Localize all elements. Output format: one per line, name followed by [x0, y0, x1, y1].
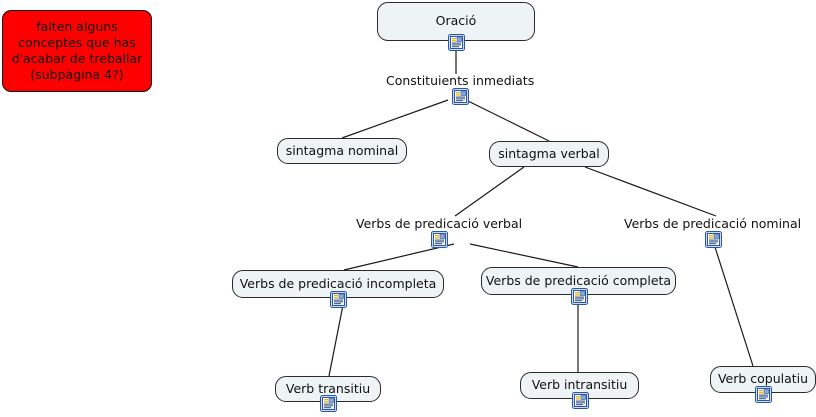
document-note-icon[interactable]	[330, 291, 347, 308]
document-note-icon[interactable]	[448, 34, 465, 51]
document-note-icon[interactable]	[570, 288, 588, 305]
concept-node-label: Oració	[435, 13, 477, 29]
edge-sv-to-predicacio-nominal	[584, 166, 717, 217]
document-note-icon[interactable]	[431, 230, 449, 248]
edge-constituients-to-sn	[341, 99, 449, 139]
link-phrase-label: Verbs de predicació nominal	[624, 216, 802, 231]
annotation-note-line: falten alguns	[36, 19, 118, 34]
link-phrase-constituients-inmediats[interactable]: Constituients inmediats	[386, 73, 535, 88]
document-note-icon[interactable]	[704, 230, 722, 248]
document-note-icon[interactable]	[452, 87, 470, 105]
concept-node-sintagma-nominal[interactable]: sintagma nominal	[277, 138, 407, 164]
document-note-icon[interactable]	[755, 386, 772, 403]
concept-node-label: sintagma verbal	[498, 145, 600, 161]
annotation-note-line: (subpàgina 4?)	[30, 67, 124, 82]
concept-node-label: Verb transitiu	[285, 380, 371, 396]
concept-node-label: sintagma nominal	[285, 142, 399, 158]
concept-node-pred-incompleta[interactable]: Verbs de predicació incompleta	[232, 270, 444, 298]
edge-prednominal-to-copulatiu	[713, 243, 754, 367]
document-note-icon[interactable]	[571, 392, 589, 409]
edge-predverbal-to-completa	[469, 243, 579, 268]
concept-node-label: Verb copulatiu	[717, 371, 809, 387]
link-phrase-predicacio-verbal[interactable]: Verbs de predicació verbal	[356, 216, 523, 231]
concept-node-label: Verb intransitiu	[531, 377, 628, 393]
link-phrase-predicacio-nominal[interactable]: Verbs de predicació nominal	[624, 216, 802, 231]
annotation-note-line: conceptes que has	[18, 35, 136, 50]
concept-node-label: Verbs de predicació completa	[485, 272, 672, 288]
edge-sv-to-predicacio-verbal	[454, 166, 525, 217]
edge-predverbal-to-incompleta	[343, 243, 455, 271]
document-note-icon[interactable]	[320, 395, 337, 412]
annotation-note-line: d'acabar de treballar	[11, 51, 143, 66]
edge-constituients-to-sv	[465, 99, 550, 142]
link-phrase-label: Constituients inmediats	[386, 73, 535, 88]
concept-node-label: Verbs de predicació incompleta	[239, 275, 437, 291]
edge-incompleta-to-transitiu	[328, 304, 344, 377]
concept-node-sintagma-verbal[interactable]: sintagma verbal	[489, 141, 609, 167]
link-phrase-label: Verbs de predicació verbal	[356, 216, 523, 231]
